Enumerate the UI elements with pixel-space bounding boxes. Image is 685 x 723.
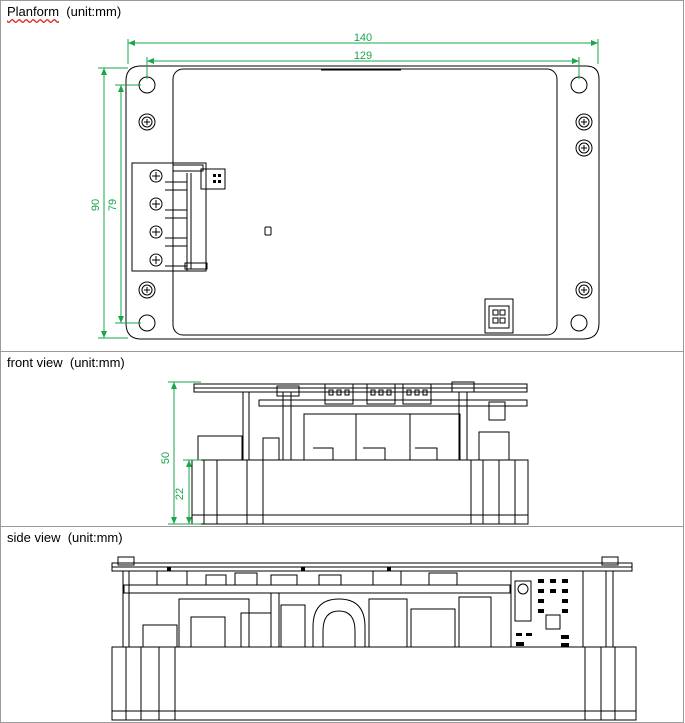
front-view-title: front view (unit:mm) [7,355,125,370]
side-view-title-text: side view [7,530,61,545]
front-view-panel: front view (unit:mm) [0,351,684,527]
terminal-block [131,162,207,272]
dim-width-outer: 140 [354,32,372,44]
screw-tl [138,113,156,131]
front-view-unit: (unit:mm) [69,355,125,370]
planform-title: Planform (unit:mm) [7,4,121,19]
dim-width-inner: 129 [354,50,372,62]
center-component [264,226,272,236]
side-right-board [510,570,584,648]
mount-hole-tr [570,76,588,94]
planform-panel: Planform (unit:mm) [0,0,684,352]
screw-br [575,281,593,299]
planform-title-text: Planform [7,4,60,19]
side-view-unit: (unit:mm) [67,530,123,545]
screw-tr1 [575,113,593,131]
dim-front-base-height: 22 [174,488,186,500]
front-connector-1 [324,383,354,405]
side-view-panel: side view (unit:mm) [0,526,684,723]
side-view-title: side view (unit:mm) [7,530,123,545]
dim-height-outer: 90 [90,199,102,211]
screw-tr2 [575,139,593,157]
screw-bl [138,281,156,299]
board-outline [125,65,600,340]
planform-drawing: 140 129 90 79 [90,32,600,340]
board-inner-outline [172,68,558,336]
mount-hole-bl [138,314,156,332]
side-view-drawing [111,556,637,721]
side-heatsink-base [111,646,637,721]
bottom-connector [484,298,514,334]
front-view-drawing: 50 22 [160,381,529,525]
mount-hole-br [570,314,588,332]
front-view-title-text: front view [7,355,63,370]
front-connector-2 [366,383,396,405]
dim-height-inner: 79 [107,199,119,211]
planform-unit: (unit:mm) [66,4,122,19]
front-connector-3 [402,383,432,405]
heatsink-base [191,459,529,525]
dim-front-total-height: 50 [160,452,172,464]
mount-hole-tl [138,76,156,94]
